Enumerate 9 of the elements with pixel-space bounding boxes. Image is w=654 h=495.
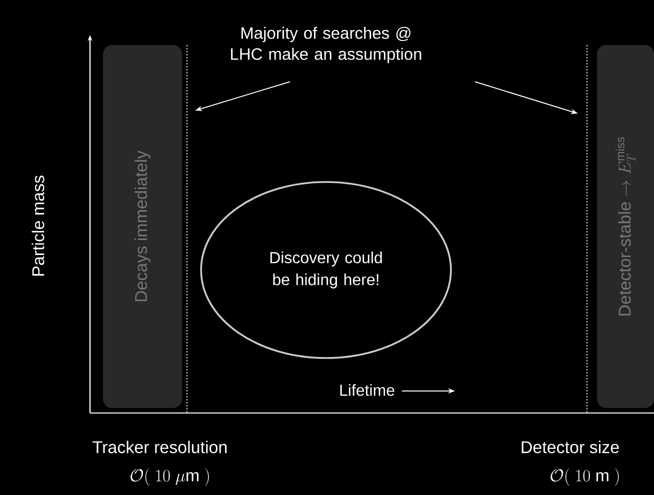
scale-label: $\mathcal{O}(\ 10\ \mu\mathrm{m}\ )$ [130,468,209,486]
title-text: Majority of searches @ LHC make an assumption [231,26,422,64]
band: Decays immediately [103,45,182,408]
scale-label: $\mathcal{O}(\ 10\ \mathrm{m}\ )$ [550,468,619,486]
axis-label: Lifetime [340,384,394,396]
scale-label: Tracker resolution [92,440,227,454]
axis-label: Particle mass [32,176,44,276]
band: $\text{Detector-stable} \rightarrow E_T^{\mathrm{miss}}$ [597,45,654,408]
scale-label: Detector size [522,440,619,454]
